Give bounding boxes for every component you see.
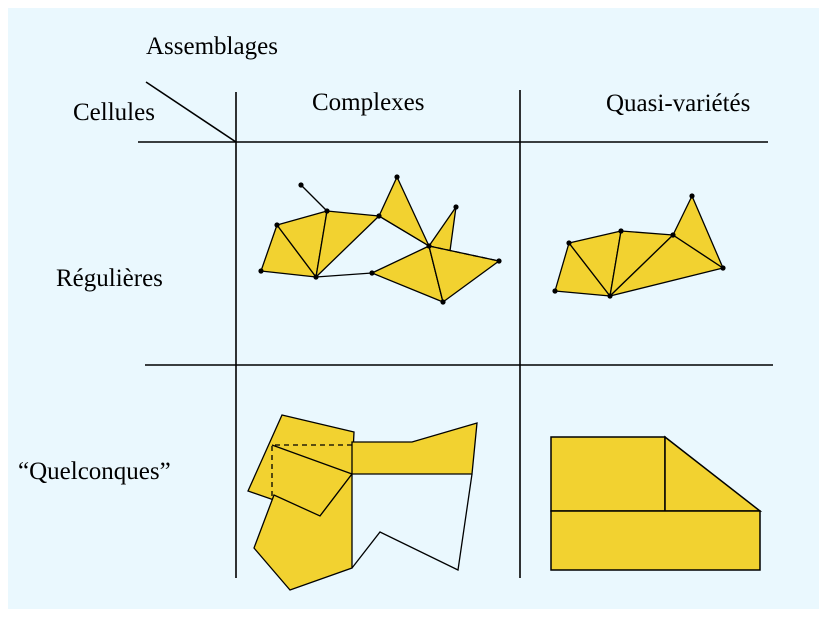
edge bbox=[378, 215, 430, 247]
regular-complex bbox=[258, 174, 502, 305]
dangling-edge bbox=[315, 272, 373, 278]
complexes-header: Complexes bbox=[312, 89, 425, 116]
table-grid bbox=[138, 81, 773, 578]
regular-quasi-manifold bbox=[552, 193, 726, 299]
square-face bbox=[550, 436, 666, 512]
regulieres-row-label: Régulières bbox=[56, 265, 163, 292]
quasi-varietes-header: Quasi-variétés bbox=[606, 90, 750, 117]
cellules-label: Cellules bbox=[73, 99, 155, 126]
hidden-edge bbox=[428, 245, 500, 262]
arbitrary-quasi-manifold bbox=[550, 435, 763, 571]
corner-diagonal bbox=[145, 81, 237, 143]
triangle-face bbox=[315, 210, 380, 278]
dangling-edge bbox=[300, 184, 328, 212]
quelconques-row-label: “Quelconques” bbox=[18, 458, 171, 485]
arbitrary-complex bbox=[247, 414, 478, 591]
open-polygon-boundary bbox=[351, 473, 473, 571]
polygon-face bbox=[351, 422, 478, 475]
assemblages-label: Assemblages bbox=[146, 33, 278, 60]
edge bbox=[271, 444, 353, 475]
rectangle-face bbox=[550, 510, 761, 571]
triangle-face bbox=[428, 245, 500, 303]
triangle-face bbox=[672, 195, 724, 269]
